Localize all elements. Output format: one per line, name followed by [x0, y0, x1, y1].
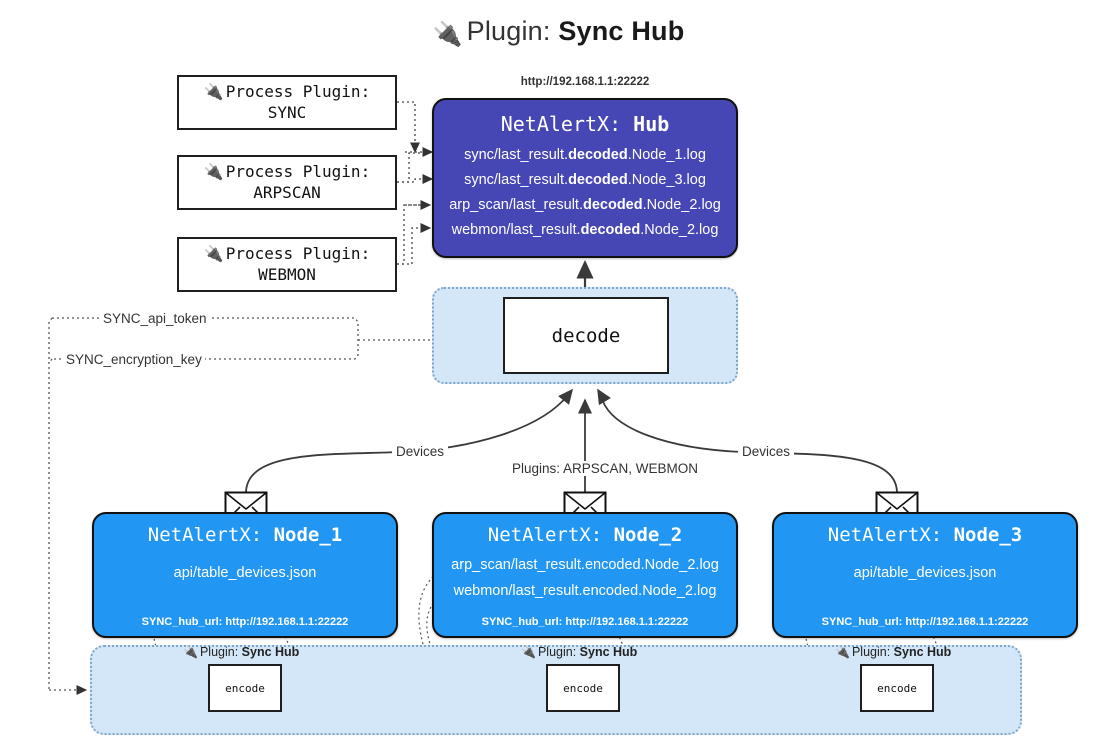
plug-icon: 🔌	[432, 21, 463, 48]
log-emphasis: decoded	[582, 197, 643, 213]
encoder-plugin-prefix: Plugin:	[537, 645, 577, 659]
log-prefix: sync/last_result.	[464, 147, 569, 163]
node-hub-url: SYNC_hub_url: http://192.168.1.1:22222	[481, 616, 689, 628]
hub-node[interactable]: NetAlertX: Hub sync/last_result.decoded.…	[432, 98, 738, 258]
plug-icon: 🔌	[835, 645, 850, 659]
edge-label-devices-left: Devices	[392, 444, 449, 459]
node-line: webmon/last_result.encoded.Node_2.log	[453, 583, 717, 599]
hub-title-name: Hub	[633, 112, 670, 136]
plug-icon: 🔌	[203, 246, 224, 263]
edge-label-plugins: Plugins: ARPSCAN, WEBMON	[508, 461, 703, 476]
process-plugin-name: WEBMON	[258, 265, 316, 284]
hub-log-row: arp_scan/last_result.decoded.Node_2.log	[434, 193, 736, 218]
encoder-plugin-prefix: Plugin:	[851, 645, 891, 659]
log-suffix: .Node_1.log	[627, 147, 706, 163]
page-title-name: Sync Hub	[558, 16, 685, 46]
node-line: api/table_devices.json	[173, 565, 317, 581]
node-title-name: Node_1	[273, 524, 343, 546]
hub-url-label: http://192.168.1.1:22222	[520, 76, 650, 88]
log-prefix: sync/last_result.	[464, 172, 569, 188]
node-title-prefix: NetAlertX:	[487, 524, 603, 546]
encode-box-node-3[interactable]: encode	[860, 664, 934, 712]
node-box-node-3[interactable]: NetAlertX: Node_3 api/table_devices.json…	[772, 512, 1078, 638]
log-prefix: webmon/last_result.	[451, 222, 581, 238]
node-title-name: Node_2	[613, 524, 683, 546]
log-emphasis: decoded	[568, 172, 628, 188]
process-plugin-box-arpscan[interactable]: 🔌Process Plugin: ARPSCAN	[177, 155, 397, 210]
process-plugin-name: ARPSCAN	[253, 183, 321, 202]
plug-icon: 🔌	[203, 164, 224, 181]
encoder-plugin-prefix: Plugin:	[199, 645, 239, 659]
hub-log-row: sync/last_result.decoded.Node_3.log	[434, 168, 736, 193]
log-prefix: arp_scan/last_result.	[449, 197, 583, 213]
encoder-plugin-label: 🔌Plugin: Sync Hub	[521, 645, 637, 659]
hub-log-row: sync/last_result.decoded.Node_1.log	[434, 143, 736, 168]
hub-title-prefix: NetAlertX:	[500, 112, 622, 136]
node-hub-url: SYNC_hub_url: http://192.168.1.1:22222	[141, 616, 349, 628]
process-plugin-box-webmon[interactable]: 🔌Process Plugin: WEBMON	[177, 237, 397, 292]
log-emphasis: decoded	[580, 222, 641, 238]
node-line: api/table_devices.json	[853, 565, 997, 581]
hub-log-row: webmon/last_result.decoded.Node_2.log	[434, 218, 736, 243]
encoder-plugin-name: Sync Hub	[893, 645, 952, 659]
encoder-plugin-name: Sync Hub	[241, 645, 300, 659]
encoder-plugin-label: 🔌Plugin: Sync Hub	[835, 645, 951, 659]
decode-box[interactable]: decode	[503, 297, 669, 374]
secret-label-api-token: SYNC_api_token	[100, 311, 210, 326]
node-title: NetAlertX: Node_2	[434, 524, 736, 546]
edge-label-devices-right: Devices	[738, 444, 795, 459]
hub-title: NetAlertX: Hub	[434, 112, 736, 136]
log-suffix: .Node_2.log	[642, 197, 721, 213]
encoder-plugin-label: 🔌Plugin: Sync Hub	[183, 645, 299, 659]
process-plugin-box-sync[interactable]: 🔌Process Plugin: SYNC	[177, 75, 397, 130]
node-line: arp_scan/last_result.encoded.Node_2.log	[451, 557, 719, 573]
page-title-prefix: Plugin:	[466, 16, 551, 46]
node-box-node-1[interactable]: NetAlertX: Node_1 api/table_devices.json…	[92, 512, 398, 638]
process-plugin-label: Process Plugin:	[225, 244, 371, 263]
log-emphasis: decoded	[568, 147, 628, 163]
node-title-prefix: NetAlertX:	[827, 524, 943, 546]
node-hub-url: SYNC_hub_url: http://192.168.1.1:22222	[821, 616, 1029, 628]
secret-label-encryption-key: SYNC_encryption_key	[63, 352, 205, 367]
node-title: NetAlertX: Node_1	[94, 524, 396, 546]
log-suffix: .Node_3.log	[627, 172, 706, 188]
encoder-plugin-name: Sync Hub	[579, 645, 638, 659]
hub-log-list: sync/last_result.decoded.Node_1.log sync…	[434, 143, 736, 243]
process-plugin-label: Process Plugin:	[225, 162, 371, 181]
plug-icon: 🔌	[203, 84, 224, 101]
process-plugin-name: SYNC	[267, 103, 307, 122]
node-box-node-2[interactable]: NetAlertX: Node_2 arp_scan/last_result.e…	[432, 512, 738, 638]
node-title-prefix: NetAlertX:	[147, 524, 263, 546]
encode-box-node-2[interactable]: encode	[546, 664, 620, 712]
process-plugin-label: Process Plugin:	[225, 82, 371, 101]
page-title: 🔌Plugin: Sync Hub	[0, 16, 1117, 49]
plug-icon: 🔌	[183, 645, 198, 659]
encode-box-node-1[interactable]: encode	[208, 664, 282, 712]
plug-icon: 🔌	[521, 645, 536, 659]
node-title: NetAlertX: Node_3	[774, 524, 1076, 546]
node-title-name: Node_3	[953, 524, 1023, 546]
log-suffix: .Node_2.log	[640, 222, 719, 238]
